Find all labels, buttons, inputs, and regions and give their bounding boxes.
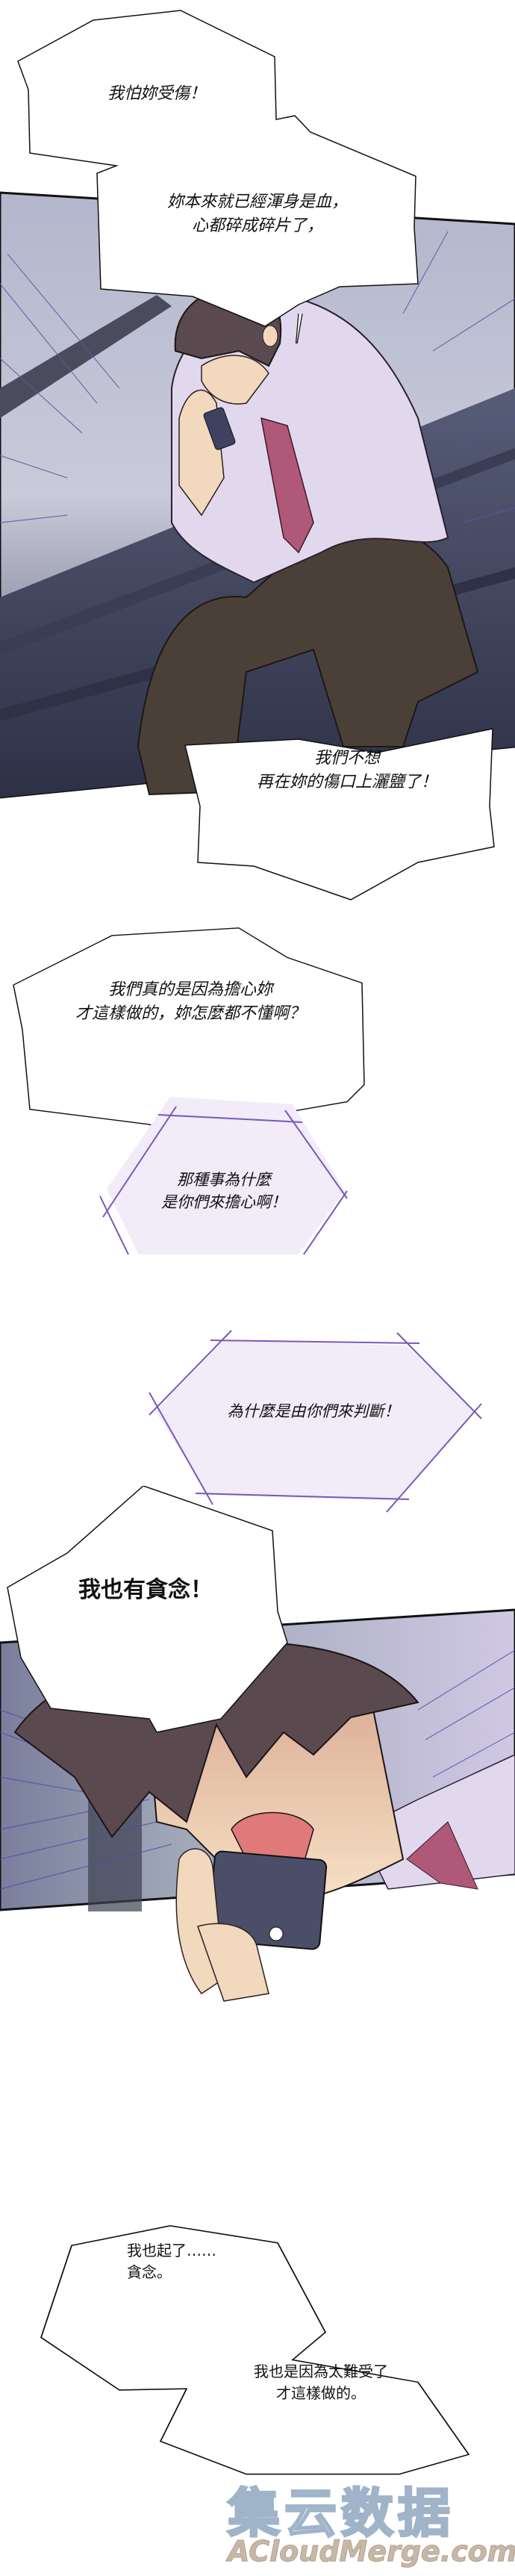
panel-1: 我怕妳受傷！ 妳本來就已經渾身是血， 心都碎成碎片了， <box>0 0 515 814</box>
speech-bubble-7 <box>7 1486 288 1733</box>
speech-bubble-7-text: 我也有貪念！ <box>78 1577 213 1603</box>
thought-bubble-6 <box>149 1330 482 1513</box>
watermark-cn: 集云数据 <box>227 2482 455 2545</box>
speech-bubble-1 <box>17 10 419 343</box>
thought-bubble-6-text: 為什麼是由你們來判斷！ <box>227 1402 400 1420</box>
speech-bubble-1-text: 我怕妳受傷！ <box>107 84 206 103</box>
watermark-en: ACloudMerge.com <box>227 2535 515 2569</box>
speech-bubble-4-text: 我們真的是因為擔心妳 才這樣做的，妳怎麼都不懂啊？ <box>75 980 305 1023</box>
speech-bubble-3 <box>184 728 495 900</box>
speech-bubble-8-9 <box>40 2225 470 2475</box>
speech-bubble-8-text: 我也起了…… 貪念。 <box>127 2241 216 2281</box>
panel-1-artwork <box>0 191 515 799</box>
thought-bubble-5-text: 那種事為什麼 是你們來擔心啊！ <box>161 1171 287 1212</box>
speech-bubble-3-text: 我們不想 再在妳的傷口上灑鹽了！ <box>256 749 437 791</box>
thought-bubble-5 <box>99 1097 348 1254</box>
speech-bubble-2-text: 妳本來就已經渾身是血， 心都碎成碎片了， <box>166 193 348 235</box>
speech-bubble-9-text: 我也是因為太難受了 才這樣做的。 <box>254 2362 388 2402</box>
